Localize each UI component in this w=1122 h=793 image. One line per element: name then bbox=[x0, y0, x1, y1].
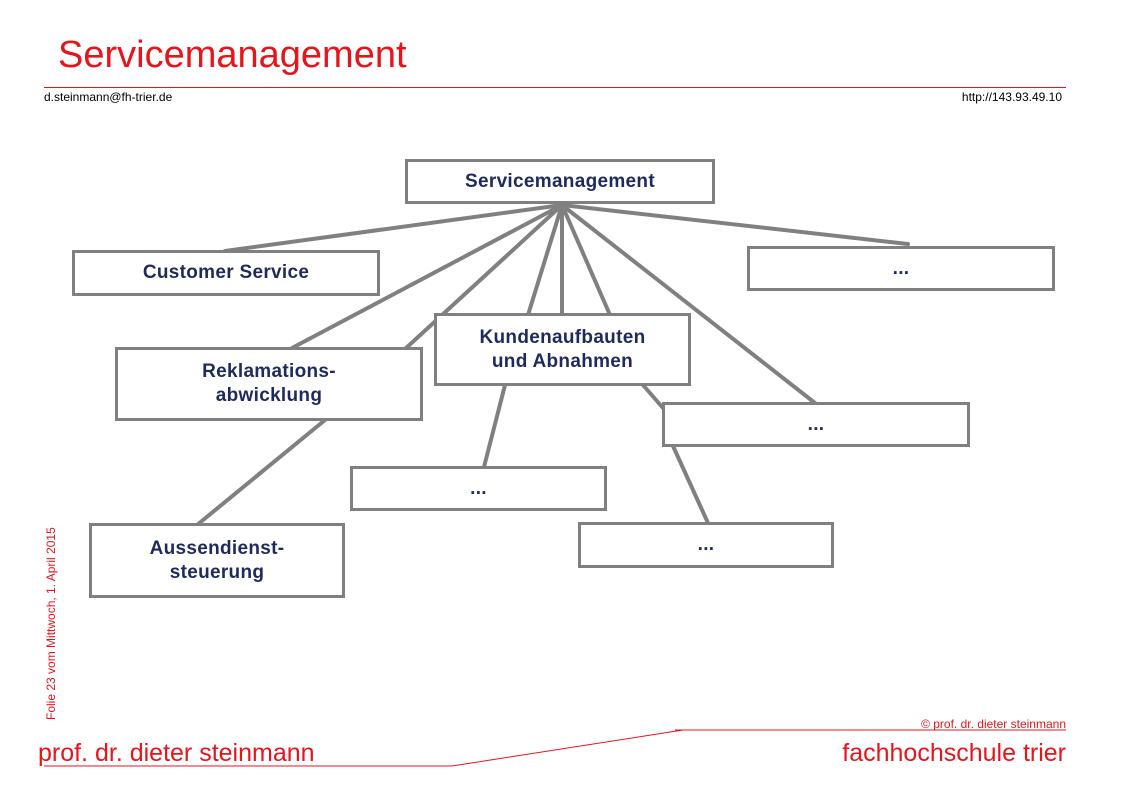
node-aussendienst: Aussendienst- steuerung bbox=[89, 523, 345, 598]
connector-customer-service bbox=[223, 203, 564, 253]
connector-center bbox=[403, 203, 564, 351]
copyright: © prof. dr. dieter steinmann bbox=[921, 717, 1066, 731]
connector-kundenaufbauten-left bbox=[526, 203, 564, 317]
footer-institution: fachhochschule trier bbox=[842, 739, 1066, 767]
connector-reklamation bbox=[290, 203, 564, 350]
node-kundenaufbauten: Kundenaufbauten und Abnahmen bbox=[434, 313, 691, 386]
node-servicemanagement: Servicemanagement bbox=[405, 159, 715, 204]
node-ellipsis-bottom: ... bbox=[578, 522, 834, 568]
host-url: http://143.93.49.10 bbox=[961, 90, 1062, 104]
page-title: Servicemanagement bbox=[58, 34, 407, 76]
node-ellipsis-mid-right: ... bbox=[662, 402, 970, 447]
node-ellipsis-top-right: ... bbox=[747, 246, 1055, 291]
header-divider bbox=[44, 87, 1066, 88]
footer-author: prof. dr. dieter steinmann bbox=[38, 739, 315, 767]
author-email: d.steinmann@fh-trier.de bbox=[44, 90, 173, 104]
connector-ellipsis-center bbox=[482, 383, 507, 469]
node-ellipsis-center: ... bbox=[350, 466, 607, 511]
connector-stub-right bbox=[641, 383, 665, 410]
connector-aussendienst bbox=[195, 418, 327, 527]
connector-top-right bbox=[560, 203, 910, 246]
connector-kundenaufbauten-right bbox=[560, 203, 612, 317]
connector-mid-right bbox=[560, 203, 817, 405]
node-customer-service: Customer Service bbox=[72, 250, 380, 296]
connector-ellipsis-bottom bbox=[671, 444, 710, 525]
node-reklamation: Reklamations- abwicklung bbox=[115, 347, 423, 421]
